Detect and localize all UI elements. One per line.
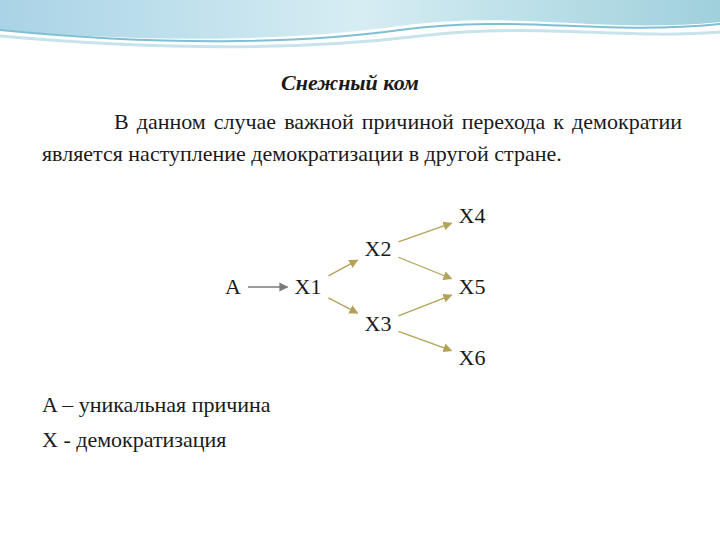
arrow-connector (398, 331, 451, 350)
arrow-connector (328, 298, 357, 313)
term-node: X2 (361, 234, 396, 264)
term-node: X5 (455, 272, 490, 302)
term-text: X6 (459, 345, 486, 370)
term-text: X2 (365, 236, 392, 261)
term-text: X3 (365, 311, 392, 336)
term-node: X6 (455, 343, 490, 373)
arrow-connector (328, 260, 357, 276)
arrow-connector (248, 286, 288, 287)
term-text: X5 (459, 274, 486, 299)
term-text: A (225, 274, 241, 299)
legend-note: A – уникальная причина (42, 392, 271, 418)
arrow-connector (398, 257, 451, 278)
term-node: A (221, 272, 245, 302)
term-text: X4 (459, 203, 486, 228)
slide-title: Снежный ком (0, 70, 700, 96)
term-node: X3 (361, 309, 396, 339)
arrow-connector (398, 223, 451, 242)
body-paragraph: В данном случае важной причиной перехода… (42, 106, 682, 170)
term-node: X4 (455, 201, 490, 231)
arrow-connector (398, 295, 451, 316)
legend-note: X - демократизация (42, 427, 227, 453)
header-wave (0, 0, 720, 80)
term-node: X1 (291, 272, 326, 302)
term-text: X1 (295, 274, 322, 299)
